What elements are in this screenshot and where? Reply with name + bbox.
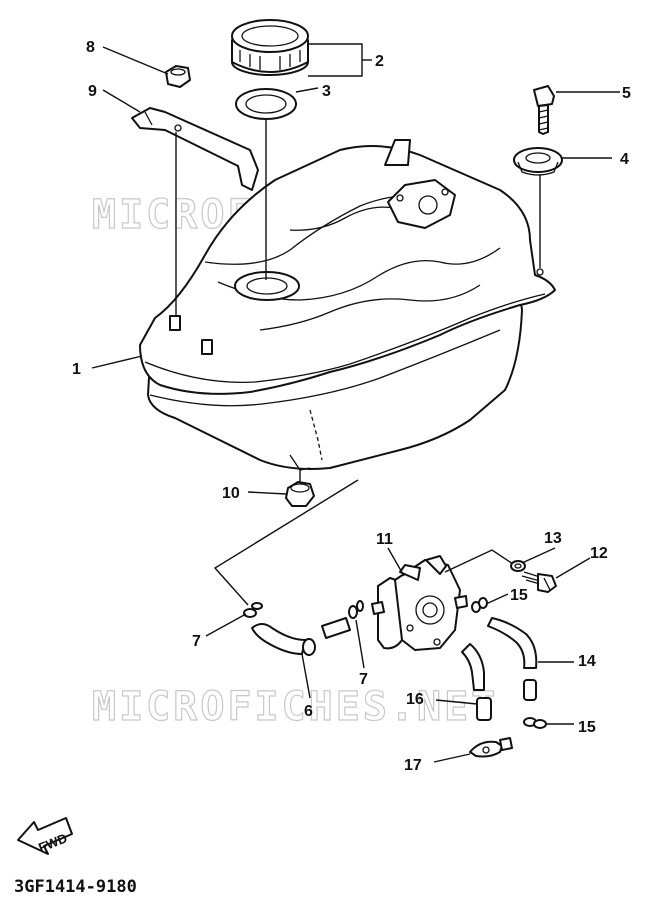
callout-16: 16: [406, 691, 424, 708]
hose-clip-lower: [523, 717, 547, 729]
fuel-tank: [139, 139, 556, 471]
washer: [510, 560, 526, 572]
callout-9: 9: [88, 83, 97, 100]
cap-gasket: [235, 88, 297, 120]
drain-bolt: [285, 481, 315, 507]
screw: [521, 571, 557, 593]
diagram-code: 3GF1414-9180: [14, 877, 137, 897]
callout-10: 10: [222, 485, 240, 502]
callout-5: 5: [622, 85, 631, 102]
forward-direction-arrow: FWD: [17, 817, 73, 855]
fuel-cap: [231, 19, 309, 76]
hose-clip-right: [348, 600, 364, 619]
grommet: [513, 147, 563, 176]
bracket: [131, 107, 259, 191]
nut: [165, 65, 191, 88]
callout-12: 12: [590, 545, 608, 562]
bolt: [533, 85, 555, 135]
callout-7-left: 7: [192, 633, 201, 650]
callout-15-upper: 15: [510, 587, 528, 604]
callout-4: 4: [620, 151, 629, 168]
callout-7-right: 7: [359, 671, 368, 688]
callout-14: 14: [578, 653, 596, 670]
callout-labels: 1 2 3 4 5 6 7 7 8 9 10 11 12 13 14 15 15…: [72, 39, 631, 774]
callout-13: 13: [544, 530, 562, 547]
callout-3: 3: [322, 83, 331, 100]
hose-clip-upper: [471, 597, 488, 613]
fuel-hose-main: [251, 617, 351, 656]
callout-11: 11: [376, 531, 393, 548]
hose-clamp: [469, 737, 513, 758]
hose-clip-left: [243, 602, 263, 618]
callout-1: 1: [72, 361, 81, 378]
watermark-bottom: MICROFICHES.NET: [92, 684, 498, 730]
callout-17: 17: [404, 757, 422, 774]
callout-6: 6: [304, 703, 313, 720]
callout-15-lower: 15: [578, 719, 596, 736]
callout-8: 8: [86, 39, 95, 56]
fuel-cock: [371, 555, 468, 651]
fuel-hose-vacuum: [487, 617, 538, 701]
fuel-hose-short: [461, 643, 492, 721]
leader-lines: [91, 43, 620, 763]
callout-2: 2: [375, 53, 384, 70]
